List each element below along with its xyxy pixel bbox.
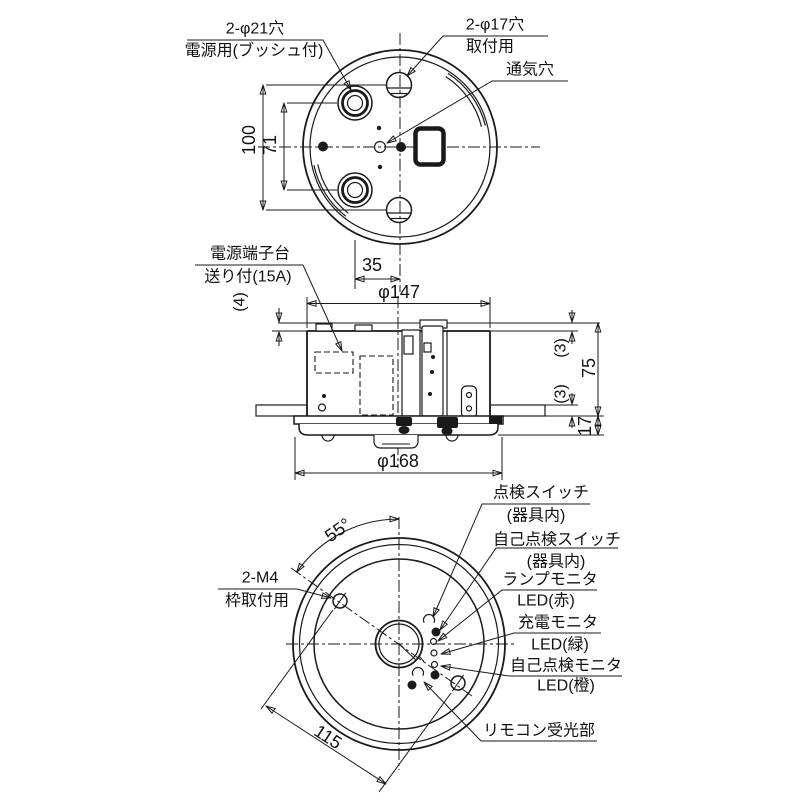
mounting-bracket-plate [460,385,478,419]
leader-remote-receiver [424,682,597,742]
dim-4: (4) [232,292,249,312]
small-dot-lower [377,164,383,170]
self-check-monitor-led [430,660,439,669]
label-lamp-monitor-2: LED(赤) [517,592,575,610]
label-power-holes-1: 2-φ21穴 [226,20,284,38]
label-terminal-2: 送り付(15A) [204,268,291,286]
dim-line-115 [266,706,386,784]
leader-self-inspection-switch [440,547,618,630]
label-self-check-monitor-1: 自己点検モニタ [510,657,622,675]
terminal-block-dashed-2 [359,355,394,416]
dim-55: 55° [321,514,355,546]
label-self-inspection-switch-1: 自己点検スイッチ [493,531,621,549]
top-view: 100 71 35 2-φ21穴 電源用(ブッシュ付) 2-φ17穴 取付用 通… [185,16,568,292]
leader-frame-mount [218,588,331,598]
self-inspection-switch-dot [431,627,441,637]
dim-phi168: φ168 [377,451,419,471]
leader-power-holes [187,39,351,90]
lamp-monitor-led [429,637,438,646]
label-remote-receiver: リモコン受光部 [483,722,595,740]
label-inspection-switch-1: 点検スイッチ [493,484,589,502]
ceiling-hatch-left [255,404,308,417]
remote-receiver-dot [407,680,417,690]
bottom-view: 55° 115 点検スイッチ (器具内) 自己点検スイッチ (器具内) ランプモ… [218,484,622,793]
label-frame-mount-2: 枠取付用 [225,592,289,610]
label-inspection-switch-2: (器具内) [507,507,566,525]
label-mounting-holes-2: 取付用 [466,38,514,56]
dim-arc-55 [297,519,399,572]
dim-phi147: φ147 [378,282,420,302]
dim-100: 100 [239,125,259,155]
label-vent-hole: 通気穴 [506,61,554,79]
label-self-check-monitor-2: LED(橙) [537,677,595,695]
power-hole-top [337,85,373,121]
leader-lamp-monitor [438,589,597,641]
center-dot-left [318,141,328,152]
mounting-hole-bottom [385,196,413,224]
label-frame-mount-1: 2-M4 [242,570,279,587]
vent-hole [373,140,387,154]
mounting-hole-top [385,71,413,99]
top-view-outer-circle [302,49,498,245]
dim-115: 115 [311,721,346,753]
label-mounting-holes-1: 2-φ17穴 [466,16,524,34]
leader-terminal-block [302,264,342,351]
dim-71: 71 [260,135,280,155]
charge-monitor-led [430,649,438,657]
lamp-opening-inner [378,623,420,665]
label-self-inspection-switch-2: (器具内) [527,553,586,571]
mounting-spring-mechanism [401,319,478,419]
leader-inspection-switch [433,503,590,617]
square-knockout [413,126,446,167]
fixture-body-outline [306,323,491,416]
frame-mount-hole-lower [450,674,466,692]
ceiling-hatch-right [489,404,546,417]
terminal-block-dashed [314,351,354,374]
dim-3-bottom: (3) [553,384,570,404]
dim-3-top: (3) [553,338,570,358]
label-charge-monitor-2: LED(緑) [531,636,589,654]
label-power-holes-2: 電源用(ブッシュ付) [185,41,324,60]
frame-mount-hole-upper [332,592,348,610]
receiver-dot-right [430,670,440,680]
leader-vent-hole [387,80,568,143]
mount-slot-arc-ne [445,76,483,127]
lamp-opening-outer [374,619,424,669]
inspection-switch-mark [422,613,436,623]
mount-slot-arc-sw2 [313,165,347,217]
label-terminal-1: 電源端子台 [210,245,290,263]
label-lamp-monitor-1: ランプモニタ [502,571,598,589]
center-dot-right [396,142,406,152]
side-view: 電源端子台 送り付(15A) φ147 (4) (3) (3) 75 17 φ1… [195,245,604,480]
leader-self-check-monitor [441,666,622,677]
dim-17: 17 [575,416,595,436]
dim-35: 35 [362,255,382,275]
small-dot-upper [376,125,382,131]
leader-charge-monitor [441,632,601,654]
dim-75: 75 [579,358,599,378]
bottom-view-diagonal-centerline [290,567,473,697]
mount-slot-arc-ne2 [447,72,486,126]
label-charge-monitor-1: 充電モニタ [518,614,598,632]
power-hole-bottom [337,172,373,208]
remote-receiver-mark [411,666,425,676]
leader-mounting-holes [407,35,548,76]
center-cover-tab [373,435,419,449]
top-view-inner-circle [309,56,491,238]
